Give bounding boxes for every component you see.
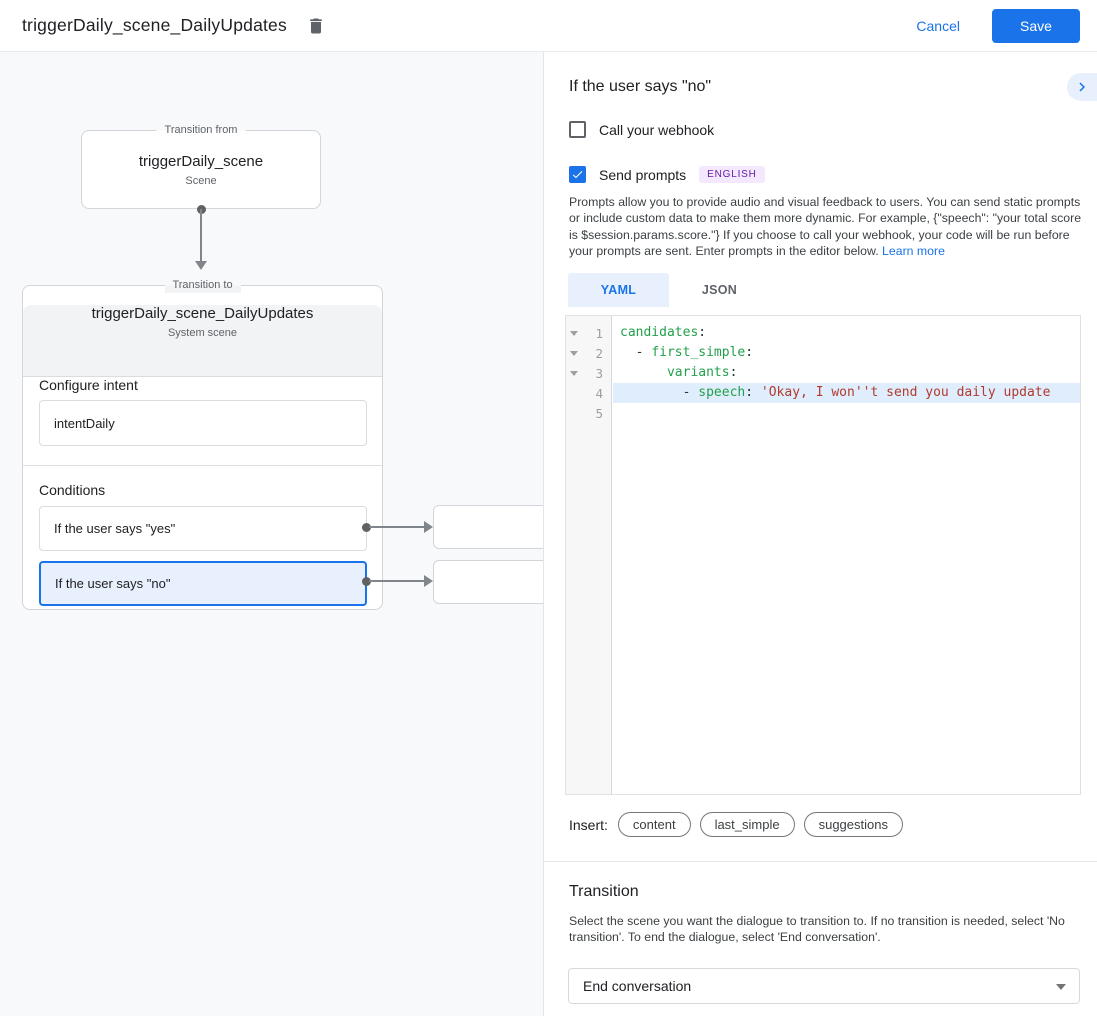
code-line: candidates: xyxy=(613,323,1080,343)
line-number: 4 xyxy=(595,385,603,401)
dropdown-caret-icon xyxy=(1056,984,1066,990)
editor-gutter: 1 2 3 4 5 xyxy=(566,316,612,794)
flow-canvas: Transition from triggerDaily_scene Scene… xyxy=(0,52,543,1016)
language-badge: ENGLISH xyxy=(699,166,765,183)
delete-scene-button[interactable] xyxy=(303,13,329,39)
page-title: triggerDaily_scene_DailyUpdates xyxy=(22,15,287,35)
webhook-label: Call your webhook xyxy=(599,121,715,138)
webhook-checkbox[interactable] xyxy=(569,121,586,138)
gutter-row: 2 xyxy=(566,343,611,363)
code-line: - speech: 'Okay, I won''t send you daily… xyxy=(613,383,1080,403)
tab-json[interactable]: JSON xyxy=(701,283,738,297)
transition-section-title: Transition xyxy=(569,883,639,900)
trash-icon xyxy=(310,18,322,33)
code-token: : xyxy=(729,365,738,380)
scene-name: triggerDaily_scene_DailyUpdates xyxy=(91,305,314,322)
insert-pill-content[interactable]: content xyxy=(617,812,691,837)
condition-edit-panel: If the user says "no" Call your webhook … xyxy=(543,52,1097,1016)
condition-item[interactable]: If the user says "yes" xyxy=(39,506,367,551)
insert-pill-last_simple[interactable]: last_simple xyxy=(699,812,795,837)
insert-row: Insert: content last_simple suggestions xyxy=(569,812,912,837)
transition-to-node: Transition to triggerDaily_scene_DailyUp… xyxy=(22,278,383,610)
transition-target-node[interactable] xyxy=(433,505,543,549)
transition-description: Select the scene you want the dialogue t… xyxy=(569,914,1065,945)
webhook-row: Call your webhook xyxy=(569,121,714,138)
code-token: speech xyxy=(698,385,746,400)
arrow-down-icon xyxy=(195,261,207,270)
gutter-row: 4 xyxy=(566,383,611,403)
header-bar: triggerDaily_scene_DailyUpdates Cancel S… xyxy=(0,0,1097,52)
send-prompts-checkbox[interactable] xyxy=(569,166,586,183)
code-token: - xyxy=(620,385,699,400)
connector-dot xyxy=(362,577,371,586)
transition-target-node[interactable] xyxy=(433,560,543,604)
chevron-right-icon xyxy=(1079,82,1085,92)
connector-line xyxy=(369,580,425,582)
insert-pill-suggestions[interactable]: suggestions xyxy=(803,812,903,837)
scene-header: triggerDaily_scene_DailyUpdates System s… xyxy=(23,305,382,377)
configure-intent-label: Configure intent xyxy=(39,377,138,393)
fold-toggle-icon[interactable] xyxy=(566,350,582,356)
arrow-right-icon xyxy=(424,575,433,587)
scene-name: triggerDaily_scene xyxy=(138,153,264,170)
transition-to-legend: Transition to xyxy=(164,278,241,293)
save-button[interactable]: Save xyxy=(992,8,1080,43)
line-number: 3 xyxy=(595,365,603,381)
fold-toggle-icon[interactable] xyxy=(566,370,582,376)
code-line xyxy=(613,403,1080,423)
insert-pills: content last_simple suggestions xyxy=(617,812,912,837)
insert-label: Insert: xyxy=(569,816,608,833)
arrow-right-icon xyxy=(424,521,433,533)
code-token: first_simple xyxy=(651,345,746,360)
code-editor[interactable]: 1 2 3 4 5 candidates: - first_simple: varian… xyxy=(565,315,1081,795)
collapse-panel-button[interactable] xyxy=(1067,73,1097,101)
connector-dot xyxy=(362,523,371,532)
divider xyxy=(544,861,1097,862)
divider xyxy=(23,465,382,466)
transition-select[interactable]: End conversation xyxy=(568,968,1080,1004)
code-line: variants: xyxy=(613,363,1080,383)
connector-line xyxy=(200,209,202,262)
prompts-description: Prompts allow you to provide audio and v… xyxy=(569,194,1083,260)
editor-code-area[interactable]: candidates: - first_simple: variants: - … xyxy=(613,316,1080,794)
tab-yaml[interactable]: YAML xyxy=(568,273,669,307)
transition-select-value: End conversation xyxy=(583,978,692,994)
condition-item[interactable]: If the user says "no" xyxy=(39,561,367,606)
triangle-down-icon xyxy=(570,350,578,356)
code-token: candidates xyxy=(620,325,699,340)
intent-item[interactable]: intentDaily xyxy=(39,400,367,446)
editor-tabs: YAML JSON xyxy=(568,273,770,307)
send-prompts-label: Send prompts xyxy=(599,166,687,183)
scene-type: Scene xyxy=(185,175,217,187)
checkmark-icon xyxy=(572,171,583,179)
cancel-button[interactable]: Cancel xyxy=(916,17,960,34)
panel-title: If the user says "no" xyxy=(569,78,712,95)
scene-type: System scene xyxy=(167,327,238,339)
code-line: - first_simple: xyxy=(613,343,1080,363)
code-token: : xyxy=(698,325,707,340)
code-token: 'Okay, I won''t send you daily update xyxy=(760,385,1051,400)
triangle-down-icon xyxy=(570,330,578,336)
conditions-label: Conditions xyxy=(39,482,106,498)
code-token: : xyxy=(745,385,761,400)
description-text: Prompts allow you to provide audio and v… xyxy=(569,195,1082,259)
transition-from-node[interactable]: Transition from triggerDaily_scene Scene xyxy=(81,123,321,209)
code-token: - xyxy=(620,345,652,360)
line-number: 2 xyxy=(595,345,603,361)
gutter-row: 3 xyxy=(566,363,611,383)
code-token: variants xyxy=(666,365,730,380)
line-number: 5 xyxy=(595,405,603,421)
connector-line xyxy=(369,526,425,528)
triangle-down-icon xyxy=(570,370,578,376)
fold-toggle-icon[interactable] xyxy=(566,330,582,336)
code-token: : xyxy=(745,345,754,360)
line-number: 1 xyxy=(595,325,603,341)
learn-more-link[interactable]: Learn more xyxy=(882,244,945,259)
transition-from-legend: Transition from xyxy=(156,123,246,138)
gutter-row: 5 xyxy=(566,403,611,423)
code-token xyxy=(620,365,667,380)
send-prompts-row: Send prompts ENGLISH xyxy=(569,166,765,183)
gutter-row: 1 xyxy=(566,323,611,343)
